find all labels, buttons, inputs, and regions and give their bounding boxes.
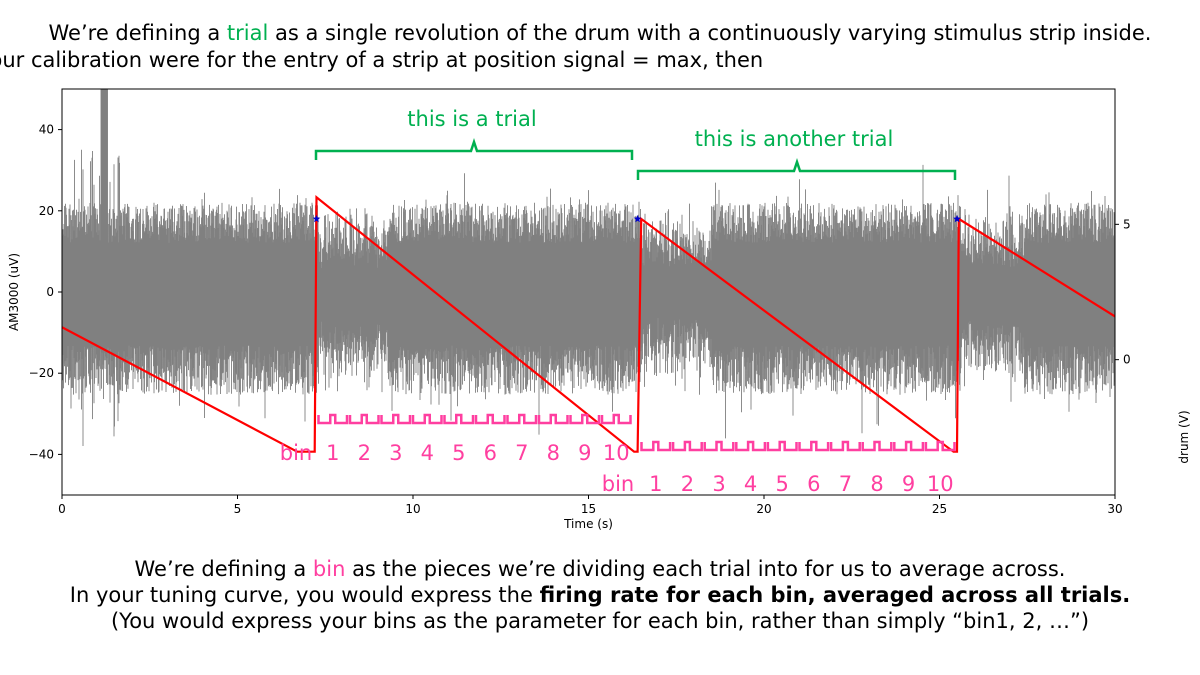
footer-line-2: In your tuning curve, you would express … xyxy=(0,582,1200,608)
bin-bracket xyxy=(703,440,735,452)
footer-line-3: (You would express your bins as the para… xyxy=(110,609,1090,633)
bin-bracket xyxy=(506,413,538,425)
bin-number: 3 xyxy=(712,472,725,496)
drum-line xyxy=(62,195,1115,453)
x-tick-label: 20 xyxy=(756,502,771,516)
bin-bracket xyxy=(348,413,380,425)
y-tick-label: 40 xyxy=(39,123,54,137)
trial-label: this is another trial xyxy=(695,127,894,151)
y-axis-label: AM3000 (uV) xyxy=(7,253,21,331)
bin-number: 1 xyxy=(649,472,662,496)
y-right-axis-label: drum (V) xyxy=(1177,410,1191,463)
header-line-2: If your calibration were for the entry o… xyxy=(0,48,764,72)
bin-number: 2 xyxy=(681,472,694,496)
bin-bracket xyxy=(766,440,798,452)
bin-number: 2 xyxy=(358,441,371,465)
bin-number: 8 xyxy=(547,441,560,465)
bin-bracket xyxy=(317,413,349,425)
footer-text: We’re defining a xyxy=(134,557,313,581)
bin-number: 10 xyxy=(927,472,954,496)
trial-brace xyxy=(636,158,957,180)
peak-marker xyxy=(312,214,321,223)
y-tick-label: 20 xyxy=(39,204,54,218)
signal-trace-group xyxy=(62,89,1115,446)
bin-number: 6 xyxy=(484,441,497,465)
bin-bracket xyxy=(893,440,925,452)
bin-number: 8 xyxy=(870,472,883,496)
footer-line-1: We’re defining a bin as the pieces we’re… xyxy=(0,556,1200,582)
bin-number: 10 xyxy=(603,441,630,465)
x-axis-label: Time (s) xyxy=(563,517,613,531)
y-tick-label: −40 xyxy=(29,447,54,461)
bin-bracket xyxy=(443,413,475,425)
bin-bracket xyxy=(640,440,672,452)
bin-bracket xyxy=(380,413,412,425)
bin-bracket xyxy=(798,440,830,452)
bin-number: 5 xyxy=(776,472,789,496)
bin-number: 4 xyxy=(421,441,434,465)
header-text: We’re defining a xyxy=(48,21,227,45)
header-line-1: We’re defining a trial as a single revol… xyxy=(0,20,1200,46)
bin-bracket xyxy=(411,413,443,425)
y-tick-label: 0 xyxy=(46,285,54,299)
x-tick-label: 15 xyxy=(581,502,596,516)
x-tick-label: 5 xyxy=(234,502,242,516)
bin-bracket xyxy=(600,413,632,425)
header-text-post: as a single revolution of the drum with … xyxy=(268,21,1152,45)
bin-bracket xyxy=(474,413,506,425)
x-tick-label: 10 xyxy=(405,502,420,516)
x-tick-label: 0 xyxy=(58,502,66,516)
trial-label: this is a trial xyxy=(407,107,536,131)
bin-label: bin xyxy=(602,472,634,496)
bin-number: 5 xyxy=(452,441,465,465)
bin-bracket xyxy=(671,440,703,452)
bin-bracket xyxy=(861,440,893,452)
bin-number: 4 xyxy=(744,472,757,496)
footer-text: In your tuning curve, you would express … xyxy=(69,583,540,607)
bin-bracket xyxy=(569,413,601,425)
peak-marker xyxy=(633,214,642,223)
bin-bracket xyxy=(735,440,767,452)
bin-number: 9 xyxy=(578,441,591,465)
footer-text-post: as the pieces we’re dividing each trial … xyxy=(345,557,1066,581)
bin-number: 3 xyxy=(389,441,402,465)
y-right-tick-label: 5 xyxy=(1123,217,1131,231)
x-tick-label: 30 xyxy=(1107,502,1122,516)
bin-number: 7 xyxy=(839,472,852,496)
bin-number: 7 xyxy=(515,441,528,465)
signal-trace xyxy=(62,89,1115,446)
bin-number: 9 xyxy=(902,472,915,496)
trial-brace xyxy=(314,138,634,160)
footer-bold-text: firing rate for each bin, averaged acros… xyxy=(539,583,1131,607)
peak-marker xyxy=(953,214,961,223)
bin-number: 1 xyxy=(326,441,339,465)
y-right-tick-label: 0 xyxy=(1123,353,1131,367)
trial-term: trial xyxy=(226,21,269,45)
x-tick-label: 25 xyxy=(932,502,947,516)
bin-bracket xyxy=(537,413,569,425)
bin-bracket xyxy=(829,440,861,452)
bin-term: bin xyxy=(312,557,346,581)
bin-bracket xyxy=(924,440,956,452)
bin-number: 6 xyxy=(807,472,820,496)
y-tick-label: −20 xyxy=(29,366,54,380)
bin-label: bin xyxy=(280,441,312,465)
